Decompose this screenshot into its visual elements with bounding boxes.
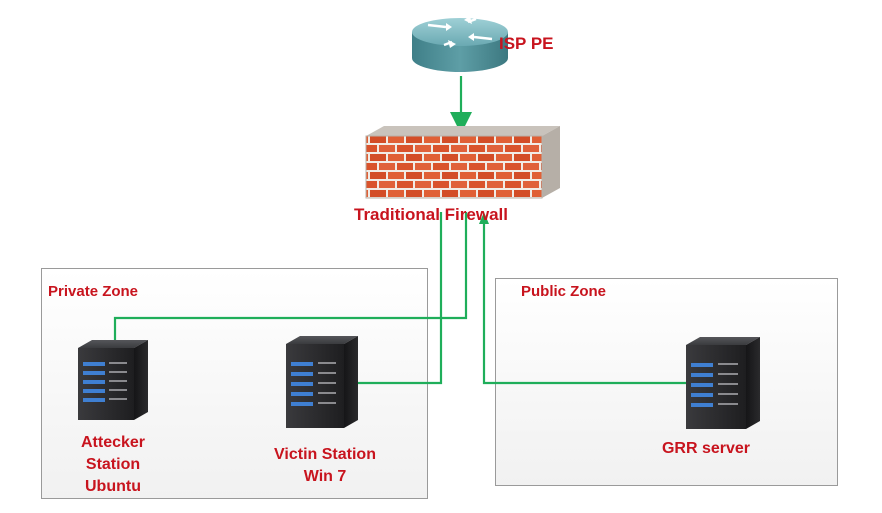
grr-server-icon [686, 337, 760, 429]
attacker-label-line: Ubuntu [85, 478, 141, 495]
grr-label-line: GRR server [661, 440, 751, 457]
attacker-station-label: Attecker Station Ubuntu [58, 432, 168, 498]
network-links [113, 76, 690, 385]
victim-label-line: Win 7 [303, 468, 347, 485]
public-zone-label: Public Zone [521, 283, 607, 300]
grr-link-arrow [479, 212, 489, 224]
victim-label-line: Victin Station [274, 446, 376, 463]
attacker-server-icon [78, 340, 148, 420]
grr-server-label: GRR server [636, 438, 776, 460]
attacker-label-line: Attecker [80, 434, 146, 451]
victim-station-label: Victin Station Win 7 [250, 444, 400, 488]
grr-to-firewall-link [482, 222, 690, 385]
victim-server-icon [286, 336, 358, 428]
router-icon [412, 16, 508, 72]
private-zone-label: Private Zone [48, 283, 139, 300]
victim-to-firewall-link [322, 212, 443, 385]
firewall-icon [365, 126, 560, 199]
router-label: ISP PE [499, 34, 554, 53]
attacker-label-line: Station [85, 456, 141, 473]
firewall-label: Traditional Firewall [354, 205, 508, 224]
